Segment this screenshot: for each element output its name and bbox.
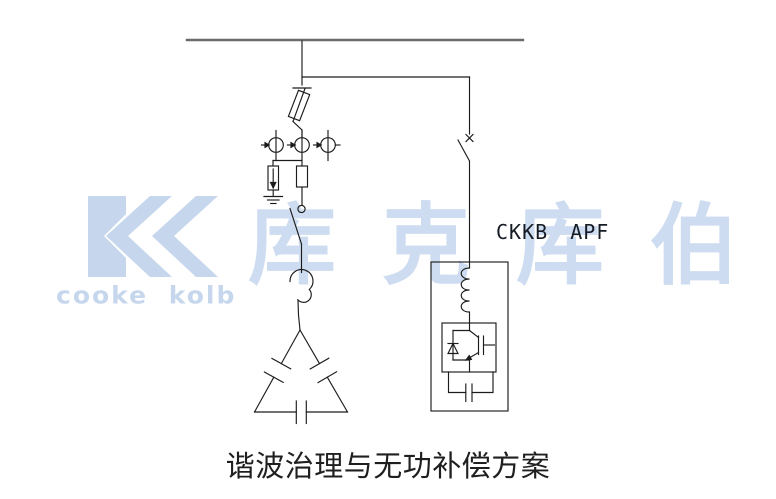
fuse-icon [295, 165, 309, 206]
watermark-cjk-text: 库克库伯 [248, 194, 776, 297]
delta-capacitor-bank-icon [253, 329, 349, 425]
instrument-transformer-icons [260, 129, 341, 167]
igbt-module-icon [441, 322, 497, 373]
diagram-title: 谐波治理与无功补偿方案 [225, 449, 551, 483]
fuse-switch-icon [287, 87, 312, 139]
cooke-kolb-logo-icon [88, 196, 218, 277]
circuit-breaker-icon [457, 133, 474, 162]
apf-cabinet-outline [430, 261, 509, 412]
contactor-icon [289, 267, 314, 331]
reactor-coil-icon [460, 267, 471, 324]
disconnect-switch-icon [289, 204, 306, 269]
surge-arrester-icon [267, 159, 303, 191]
dc-link-capacitor-icon [447, 371, 494, 403]
watermark-logo-text: cooke kolb [56, 281, 237, 310]
ground-icon [263, 189, 284, 205]
apf-label: CKKB APF [496, 220, 610, 244]
incoming-feeder-line [301, 40, 471, 86]
